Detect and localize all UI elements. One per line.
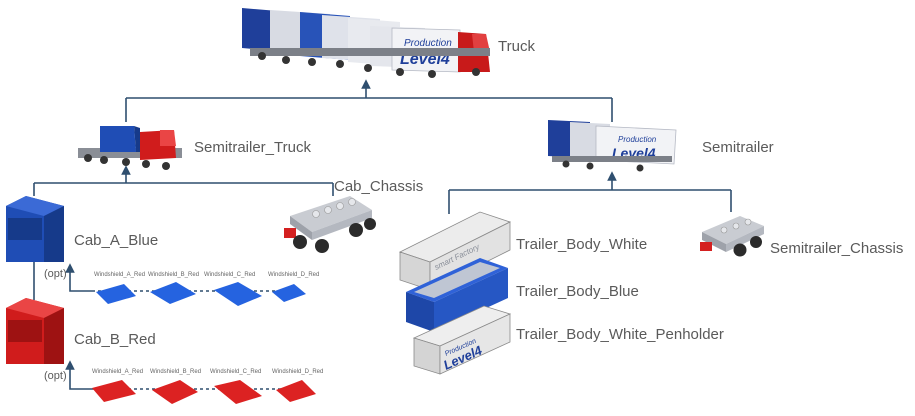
windshield-label-row2-b: Windshield_B_Red [150,369,202,375]
windshield-label-row1-b: Windshield_B_Red [148,272,200,278]
node-cab-chassis-label: Cab_Chassis [334,178,424,195]
cab-b-red-image [6,298,64,364]
semitrailer-branding-production: Production [618,135,657,144]
connector-opt-a [65,263,92,292]
node-trailer-body-white-penholder-label: Trailer_Body_White_Penholder [516,326,724,343]
opt-marker-cab-b: (opt) [44,370,67,382]
node-semitrailer-chassis-label: Semitrailer_Chassis [770,240,904,257]
windshield-label-row1-d: Windshield_D_Red [268,272,320,278]
node-semitrailer-truck-label: Semitrailer_Truck [194,139,311,156]
windshield-label-row1-a: Windshield_A_Red [94,272,146,278]
branding-production: Production [404,38,452,49]
windshield-row1-parts [96,282,306,306]
windshield-row2-parts [92,380,316,404]
node-truck-label: Truck [498,38,535,55]
trailer-body-white-image: smart Factory [398,211,512,291]
semitrailer-image: Production Level4 [548,120,677,172]
cab-a-blue-image [6,196,64,262]
windshield-label-row1-c: Windshield_C_Red [204,272,256,278]
node-trailer-body-blue-label: Trailer_Body_Blue [516,283,639,300]
trailer-stack: Production Level4 [242,8,461,73]
node-cab-b-red-label: Cab_B_Red [74,331,156,348]
opt-marker-cab-a: (opt) [44,268,67,280]
windshield-label-row2-a: Windshield_A_Red [92,369,144,375]
semitrailer-truck-image [78,126,182,170]
connector-opt-b [65,360,92,390]
connectors [33,79,732,390]
truck-image: Production Level4 [242,8,490,78]
semitrailer-chassis-image [700,216,764,257]
node-cab-a-blue-label: Cab_A_Blue [74,232,159,249]
cab-chassis-image [284,196,376,253]
trailer-body-blue-image [406,258,508,332]
node-trailer-body-white-label: Trailer_Body_White [516,236,648,253]
windshield-label-row2-d: Windshield_D_Red [272,369,324,375]
trailer-body-penholder-image: Production Level4 [412,305,512,375]
node-semitrailer-label: Semitrailer [702,139,774,156]
windshield-label-row2-c: Windshield_C_Red [210,369,262,375]
